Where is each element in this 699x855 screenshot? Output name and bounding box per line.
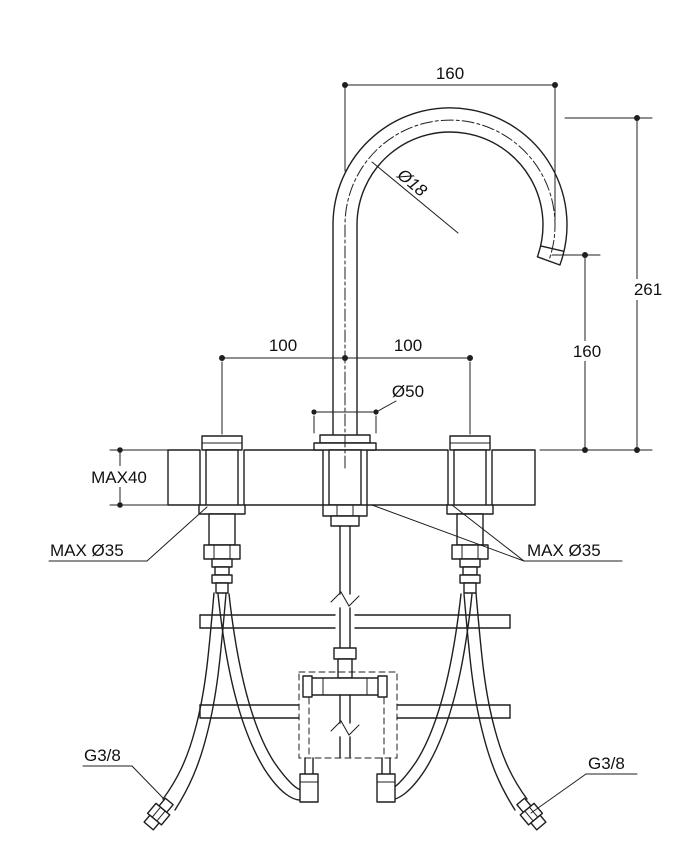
spout-tube-outline [332, 107, 568, 450]
inlet-left-text: G3/8 [84, 746, 121, 765]
dim-label-spacing-left: 100 [269, 336, 297, 355]
label-inlet-right: G3/8 [530, 754, 638, 814]
flex-hoses [143, 592, 547, 831]
hose-end-nut [299, 773, 319, 803]
spout-hose-right [387, 593, 462, 791]
dim-overall-height: 261 [539, 115, 669, 453]
hose-end-nut [376, 773, 396, 803]
optional-zone-dashed-box [298, 671, 398, 759]
inlet-right-text: G3/8 [588, 754, 625, 773]
deck-segment [243, 449, 324, 506]
valve-right [446, 435, 494, 594]
gooseneck-spout [332, 107, 568, 450]
pipe-break-symbol [330, 591, 360, 607]
dim-hole-spacing: 100 100 [219, 336, 473, 435]
supply-connector-right [516, 797, 547, 831]
lock-nut [330, 515, 360, 527]
countertop-section [167, 449, 536, 506]
tee-port-right [377, 675, 388, 698]
dim-spout-reach: 160 [342, 64, 558, 221]
mounting-nut [322, 504, 368, 517]
hose-fitting [211, 558, 233, 568]
pipe-break-symbol [330, 720, 360, 736]
valve-body [205, 449, 239, 508]
dim-label-escutcheon-dia: Ø50 [392, 382, 424, 401]
deck-segment [491, 449, 536, 506]
supply-hose-left [174, 593, 227, 811]
valve-nut [451, 544, 489, 560]
tee-vertical [337, 658, 353, 679]
tee-inlet-right [376, 757, 396, 803]
spout-hose-left [217, 593, 303, 801]
hole-dia-right-text: MAX Ø35 [527, 541, 601, 560]
dim-label-outlet-height: 160 [573, 342, 601, 361]
tee-port-left [302, 675, 313, 698]
deck-segment [167, 449, 201, 506]
dim-label-overall-height: 261 [634, 280, 662, 299]
connector-tip [530, 814, 547, 831]
hose-fitting [463, 582, 477, 594]
tee-inlet-left [299, 757, 319, 803]
valve-stem [208, 513, 236, 546]
hose-fitting [211, 574, 233, 584]
hose-fitting [459, 558, 481, 568]
spout-shank-assembly [298, 449, 398, 759]
spout-hose-right [387, 593, 473, 801]
spout-centerline [344, 119, 556, 469]
supply-connector-left [143, 797, 174, 831]
tee-nut [333, 647, 357, 660]
valve-body [453, 449, 487, 508]
dim-label-spout-reach: 160 [436, 64, 464, 83]
hose-fitting [459, 574, 481, 584]
supply-hose-right [463, 593, 516, 811]
label-hole-dia-left: MAX Ø35 [48, 506, 208, 562]
supply-hose-left [162, 592, 215, 800]
dim-label-deck-thickness: MAX40 [91, 468, 147, 487]
valve-flange [198, 504, 246, 515]
dim-spout-tube-dia: Ø18 [371, 161, 459, 234]
mounting-rails [199, 614, 511, 719]
valve-left [198, 435, 246, 594]
dim-label-spacing-right: 100 [394, 336, 422, 355]
dim-outlet-height: 160 [551, 252, 607, 453]
dim-escutcheon-dia: Ø50 [311, 382, 424, 434]
hole-dia-left-text: MAX Ø35 [50, 541, 124, 560]
tee-body [310, 677, 380, 696]
connector-tip [143, 814, 160, 831]
deck-segment [366, 449, 449, 506]
dim-deck-thickness: MAX40 [84, 447, 169, 508]
hose-fitting [215, 582, 229, 594]
supply-hose-right [475, 592, 528, 800]
hose-fitting [214, 566, 230, 576]
spout-hose-left [228, 593, 303, 791]
label-hole-dia-right: MAX Ø35 [371, 504, 623, 562]
hose-fitting [462, 566, 478, 576]
label-inlet-left: G3/8 [82, 746, 165, 800]
valve-nut [203, 544, 241, 560]
